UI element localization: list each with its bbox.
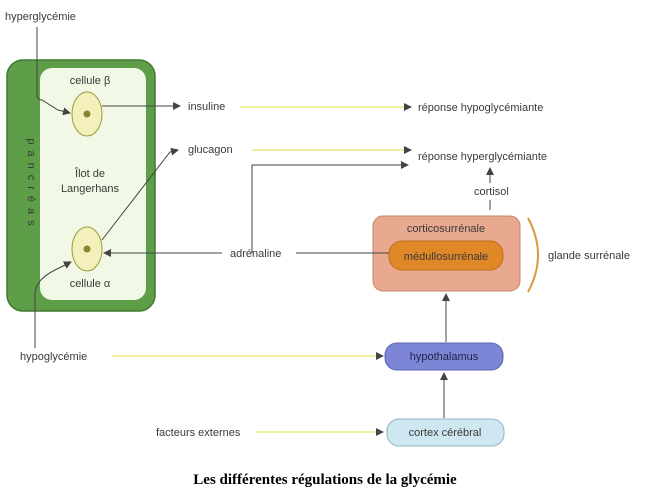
hypoglycemie-label: hypoglycémie [20,351,87,363]
hypoglycemie-arrow-head [376,352,384,360]
ilot-label-line1: Îlot de [74,167,105,180]
facteurs-arrow-head [376,428,384,436]
hypothalamus-label: hypothalamus [410,351,479,363]
corticosurrenale-label: corticosurrénale [407,223,485,235]
diagram-caption: Les différentes régulations de la glycém… [193,472,457,488]
cellule-alpha-nucleus [83,245,91,253]
glucagon-arrow-head [404,146,412,154]
cortex-cerebral-label: cortex cérébral [409,427,482,439]
insuline-arrow-head [404,103,412,111]
glucagon-label: glucagon [188,144,233,156]
ilot-de-langerhans [40,68,146,300]
medullosurrenale-label: médullosurrénale [404,251,488,263]
glande-surrenale-bracket [527,217,539,293]
ilot-label-line2: Langerhans [61,183,120,195]
hypothalamus-block [384,342,504,371]
adrenaline-to-response-arrow [251,161,409,253]
cortex-cerebral-block [386,418,505,447]
alpha-to-glucagon-arrow [101,147,179,241]
glande-surrenale-label: glande surrénale [548,250,630,262]
hypoglycemie-to-alpha-arrow [34,261,72,348]
cellule-beta-label: cellule β [70,75,111,87]
adrenaline-label: adrénaline [230,248,281,260]
cellule-beta-nucleus [83,110,91,118]
cortisol-label: cortisol [474,186,509,198]
hyperglycemie-label: hyperglycémie [5,11,76,23]
pancreas-label: pancréas [25,138,37,231]
reponse-hyper-label: réponse hyperglycémiante [418,151,547,163]
insuline-label: insuline [188,101,225,113]
medullosurrenale-block [388,240,504,271]
facteurs-externes-label: facteurs externes [156,427,241,439]
hyperglycemie-arrow [36,27,71,116]
cellule-alpha-label: cellule α [70,278,111,290]
reponse-hypo-label: réponse hypoglycémiante [418,102,543,114]
